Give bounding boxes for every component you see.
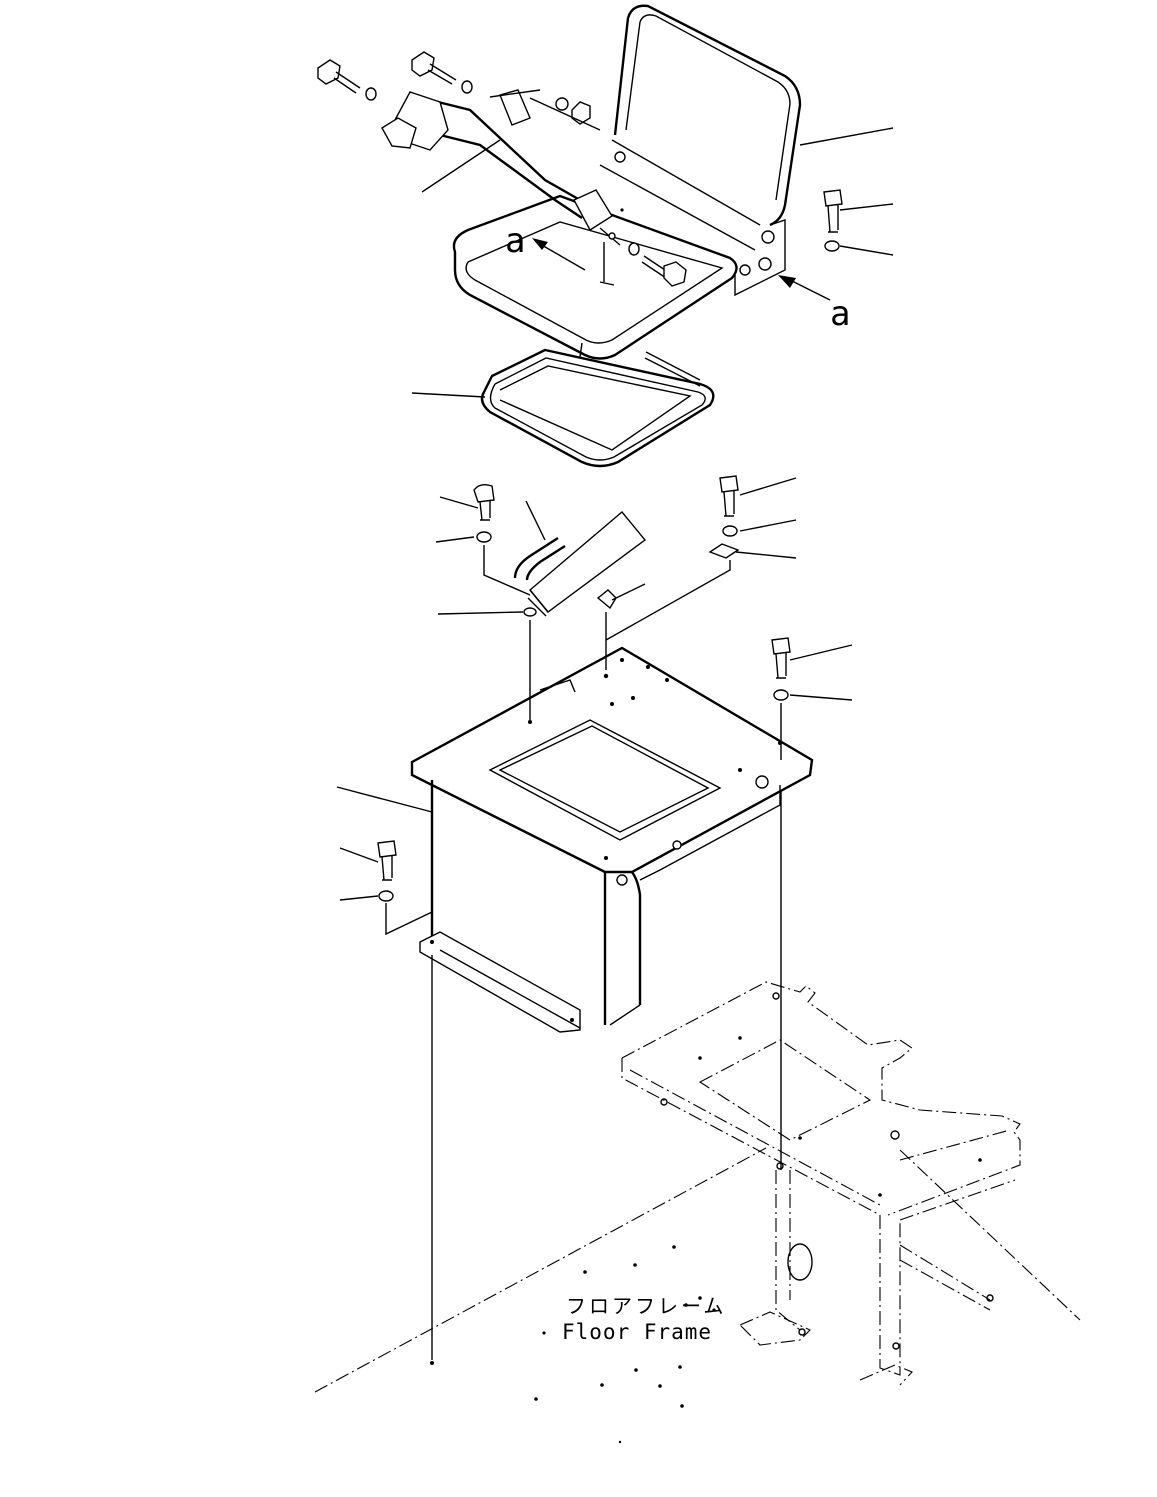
washer: [461, 80, 473, 94]
washer-right-upper: [722, 525, 738, 537]
seat-belt-bolt-left: [317, 59, 361, 94]
seat-backrest: [613, 4, 802, 297]
backrest-bolt: [823, 189, 843, 233]
callout-leaders: [336, 127, 894, 901]
bracket-left: [513, 511, 647, 617]
seat-belt-bolt-right: [411, 51, 457, 85]
washer-left-upper: [476, 531, 492, 543]
seat-boot-frame: [480, 348, 715, 468]
seat-belt-lower-bolt: [628, 242, 687, 287]
floor-frame-label-jp: フロアフレーム: [566, 1294, 726, 1318]
floor-frame: [314, 981, 1081, 1444]
seat-cushion: [452, 139, 761, 360]
washer-pedestal-right: [773, 689, 789, 701]
bolt-right-upper: [719, 475, 739, 517]
floor-frame-label-en: Floor Frame: [562, 1320, 712, 1344]
washer-left-mid: [523, 607, 537, 617]
anchor-plate: [499, 89, 531, 126]
seat-belt: [381, 91, 621, 246]
view-marker-a-right: a: [830, 294, 850, 334]
backrest-washer: [824, 240, 840, 252]
washer-pedestal-left: [378, 890, 394, 902]
nut-plate: [708, 543, 740, 559]
bolt-pedestal-left: [377, 840, 397, 881]
view-marker-a-left: a: [505, 221, 525, 261]
bolt-pedestal-right: [771, 637, 791, 679]
washer: [365, 87, 377, 101]
seat-pedestal: [410, 646, 814, 1033]
washer: [555, 97, 569, 111]
bolt-left-upper: [473, 483, 495, 521]
